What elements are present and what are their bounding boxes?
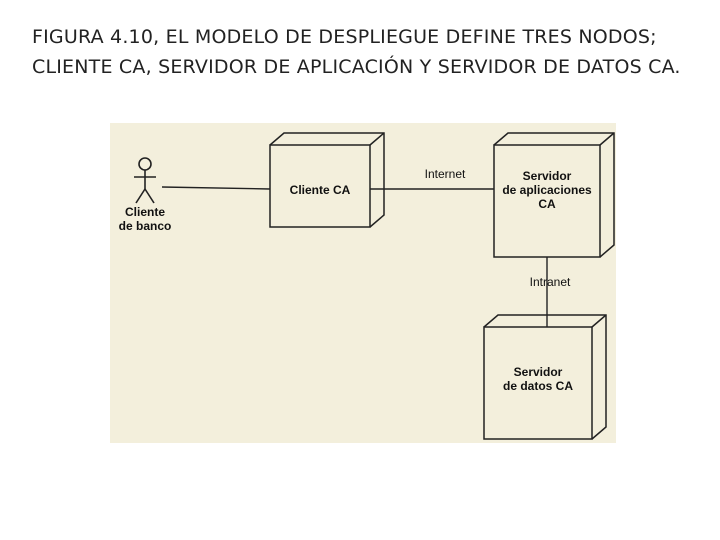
node-data-label-line2: de datos CA (502, 379, 573, 393)
actor-label-line2: de banco (118, 219, 172, 233)
slide-title: FIGURA 4.10, EL MODELO DE DESPLIEGUE DEF… (32, 26, 681, 78)
node-data-server-cube (483, 314, 607, 440)
actor-icon (134, 157, 156, 204)
node-app-label-line1: Servidor (522, 169, 572, 183)
actor-client-link (161, 186, 271, 190)
node-data-label-line1: Servidor (513, 365, 563, 379)
node-app-server-cube (493, 132, 615, 258)
node-data-server-label: Servidor de datos CA (484, 365, 592, 393)
deployment-diagram-figure: Cliente de banco Cliente CA Internet Ser… (110, 123, 616, 443)
internet-link-label: Internet (424, 167, 466, 181)
actor-label-line1: Cliente (124, 205, 165, 219)
intranet-link-label: Intranet (529, 275, 571, 289)
actor-label: Cliente de banco (112, 205, 178, 233)
node-app-label-line2: de aplicaciones (502, 183, 592, 197)
node-client-cube (269, 132, 385, 228)
node-app-server-label: Servidor de aplicaciones CA (494, 169, 600, 211)
node-client-label: Cliente CA (289, 183, 351, 197)
diagram-svg (134, 132, 615, 440)
node-app-label-line3: CA (538, 197, 556, 211)
